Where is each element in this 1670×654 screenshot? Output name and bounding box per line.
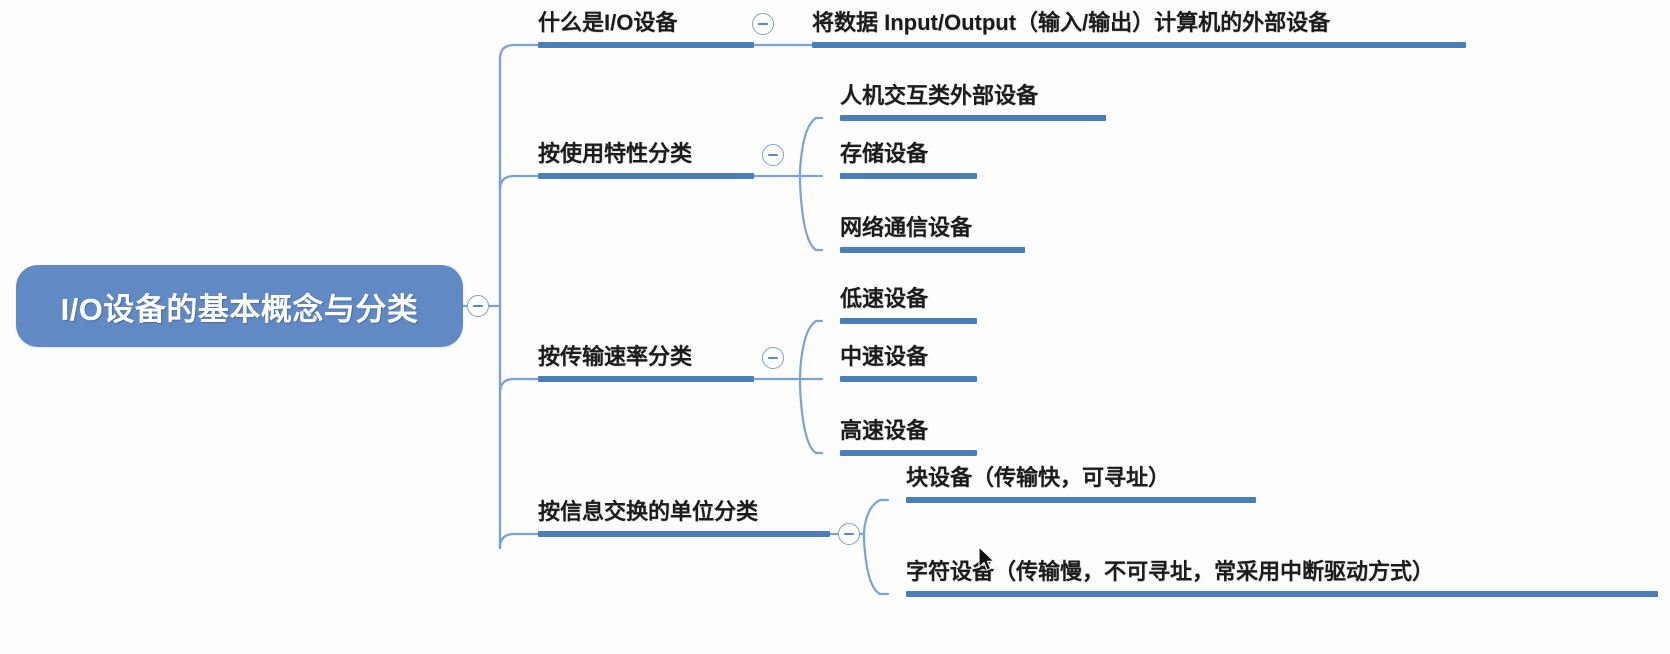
branch-label: 按传输速率分类 (538, 344, 693, 369)
branch-collapse-toggle-1[interactable] (752, 13, 774, 35)
branch-underline (538, 376, 754, 382)
leaf-underline (840, 115, 1106, 121)
leaf-label: 字符设备（传输慢，不可寻址，常采用中断驱动方式） (906, 559, 1435, 584)
leaf-underline (812, 42, 1466, 48)
root-node-label: I/O设备的基本概念与分类 (60, 291, 419, 327)
leaf-node-human-interaction-device[interactable]: 人机交互类外部设备 (840, 81, 1106, 121)
leaf-label: 低速设备 (840, 286, 929, 311)
minus-icon (473, 305, 483, 307)
minus-icon (844, 533, 854, 535)
leaf-underline (840, 318, 977, 324)
branch-underline (538, 42, 754, 48)
branch-label: 按信息交换的单位分类 (538, 499, 759, 524)
leaf-underline (840, 376, 977, 382)
branch-label: 什么是I/O设备 (538, 10, 678, 35)
leaf-node-storage-device[interactable]: 存储设备 (840, 139, 977, 179)
branch-collapse-toggle-4[interactable] (838, 523, 860, 545)
branch-node-by-exchange-unit[interactable]: 按信息交换的单位分类 (538, 497, 830, 537)
branch-collapse-toggle-3[interactable] (762, 347, 784, 369)
minus-icon (768, 357, 778, 359)
root-collapse-toggle[interactable] (467, 295, 489, 317)
branch-node-by-usage-characteristics[interactable]: 按使用特性分类 (538, 139, 754, 179)
leaf-node-character-device[interactable]: 字符设备（传输慢，不可寻址，常采用中断驱动方式） (906, 557, 1658, 597)
leaf-node-network-comm-device[interactable]: 网络通信设备 (840, 213, 1025, 253)
leaf-label: 存储设备 (840, 141, 929, 166)
branch-collapse-toggle-2[interactable] (762, 144, 784, 166)
leaf-label: 网络通信设备 (840, 215, 973, 240)
branch-underline (538, 173, 754, 179)
branch-label: 按使用特性分类 (538, 141, 693, 166)
leaf-underline (906, 497, 1256, 503)
leaf-label: 人机交互类外部设备 (840, 83, 1039, 108)
leaf-node-high-speed-device[interactable]: 高速设备 (840, 416, 977, 456)
leaf-node-io-definition[interactable]: 将数据 Input/Output（输入/输出）计算机的外部设备 (812, 8, 1466, 48)
leaf-label: 块设备（传输快，可寻址） (906, 465, 1171, 490)
leaf-node-block-device[interactable]: 块设备（传输快，可寻址） (906, 463, 1256, 503)
leaf-label: 高速设备 (840, 418, 929, 443)
leaf-node-medium-speed-device[interactable]: 中速设备 (840, 342, 977, 382)
leaf-underline (840, 247, 1025, 253)
leaf-node-low-speed-device[interactable]: 低速设备 (840, 284, 977, 324)
leaf-label: 将数据 Input/Output（输入/输出）计算机的外部设备 (812, 10, 1331, 35)
leaf-underline (840, 450, 977, 456)
minus-icon (758, 23, 768, 25)
leaf-underline (906, 591, 1658, 597)
root-node[interactable]: I/O设备的基本概念与分类 (16, 265, 463, 347)
branch-node-by-transfer-rate[interactable]: 按传输速率分类 (538, 342, 754, 382)
leaf-underline (840, 173, 977, 179)
branch-node-what-is-io-device[interactable]: 什么是I/O设备 (538, 8, 754, 48)
leaf-label: 中速设备 (840, 344, 929, 369)
minus-icon (768, 154, 778, 156)
branch-underline (538, 531, 830, 537)
